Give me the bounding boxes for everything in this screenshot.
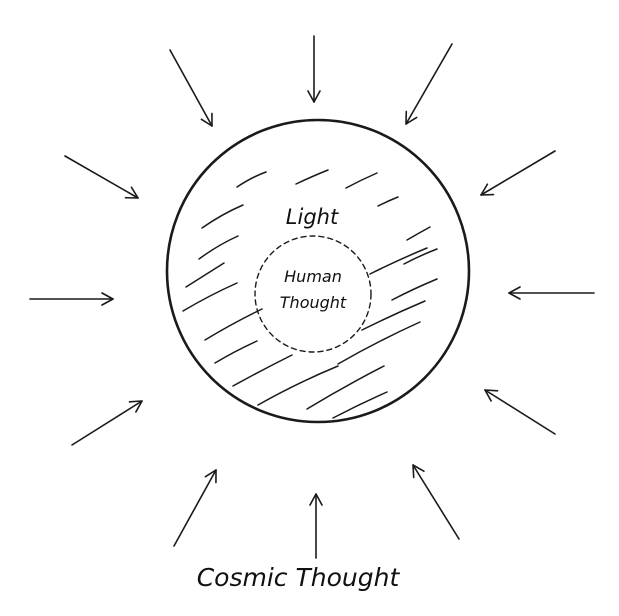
hatch-stroke xyxy=(403,248,438,265)
light-hatching xyxy=(182,169,438,419)
hatch-stroke xyxy=(182,282,238,312)
arrow-icon xyxy=(480,150,556,196)
arrow-icon xyxy=(173,469,217,547)
light-sphere-circle xyxy=(165,118,471,424)
hatch-stroke xyxy=(201,204,244,229)
hatch-stroke xyxy=(236,171,267,188)
hatch-stroke xyxy=(361,300,426,331)
hatch-stroke xyxy=(332,391,388,419)
inner-label-line1: Human xyxy=(284,267,342,286)
arrow-icon xyxy=(169,49,213,127)
converging-arrows xyxy=(29,35,595,559)
arrow-icon xyxy=(71,400,143,446)
inner-label-line2: Thought xyxy=(280,293,347,312)
hatch-stroke xyxy=(369,247,428,275)
hatch-stroke xyxy=(295,169,329,185)
human-thought-circle xyxy=(254,235,372,353)
arrow-icon xyxy=(484,389,556,435)
hatch-stroke xyxy=(185,262,225,288)
ring-label: Light xyxy=(286,205,339,229)
hatch-stroke xyxy=(406,226,431,241)
arrow-icon xyxy=(64,155,139,199)
arrow-icon xyxy=(412,464,460,540)
hatch-stroke xyxy=(257,365,339,406)
arrow-icon xyxy=(405,43,453,125)
hatch-stroke xyxy=(337,321,421,365)
hatch-stroke xyxy=(214,340,258,364)
outer-label: Cosmic Thought xyxy=(197,563,401,592)
hatch-stroke xyxy=(306,365,385,410)
hatch-stroke xyxy=(391,278,438,301)
hatch-stroke xyxy=(345,172,378,189)
hatch-stroke xyxy=(198,235,239,260)
hatch-stroke xyxy=(204,308,263,341)
hatch-stroke xyxy=(377,196,399,207)
hatch-stroke xyxy=(232,354,293,387)
